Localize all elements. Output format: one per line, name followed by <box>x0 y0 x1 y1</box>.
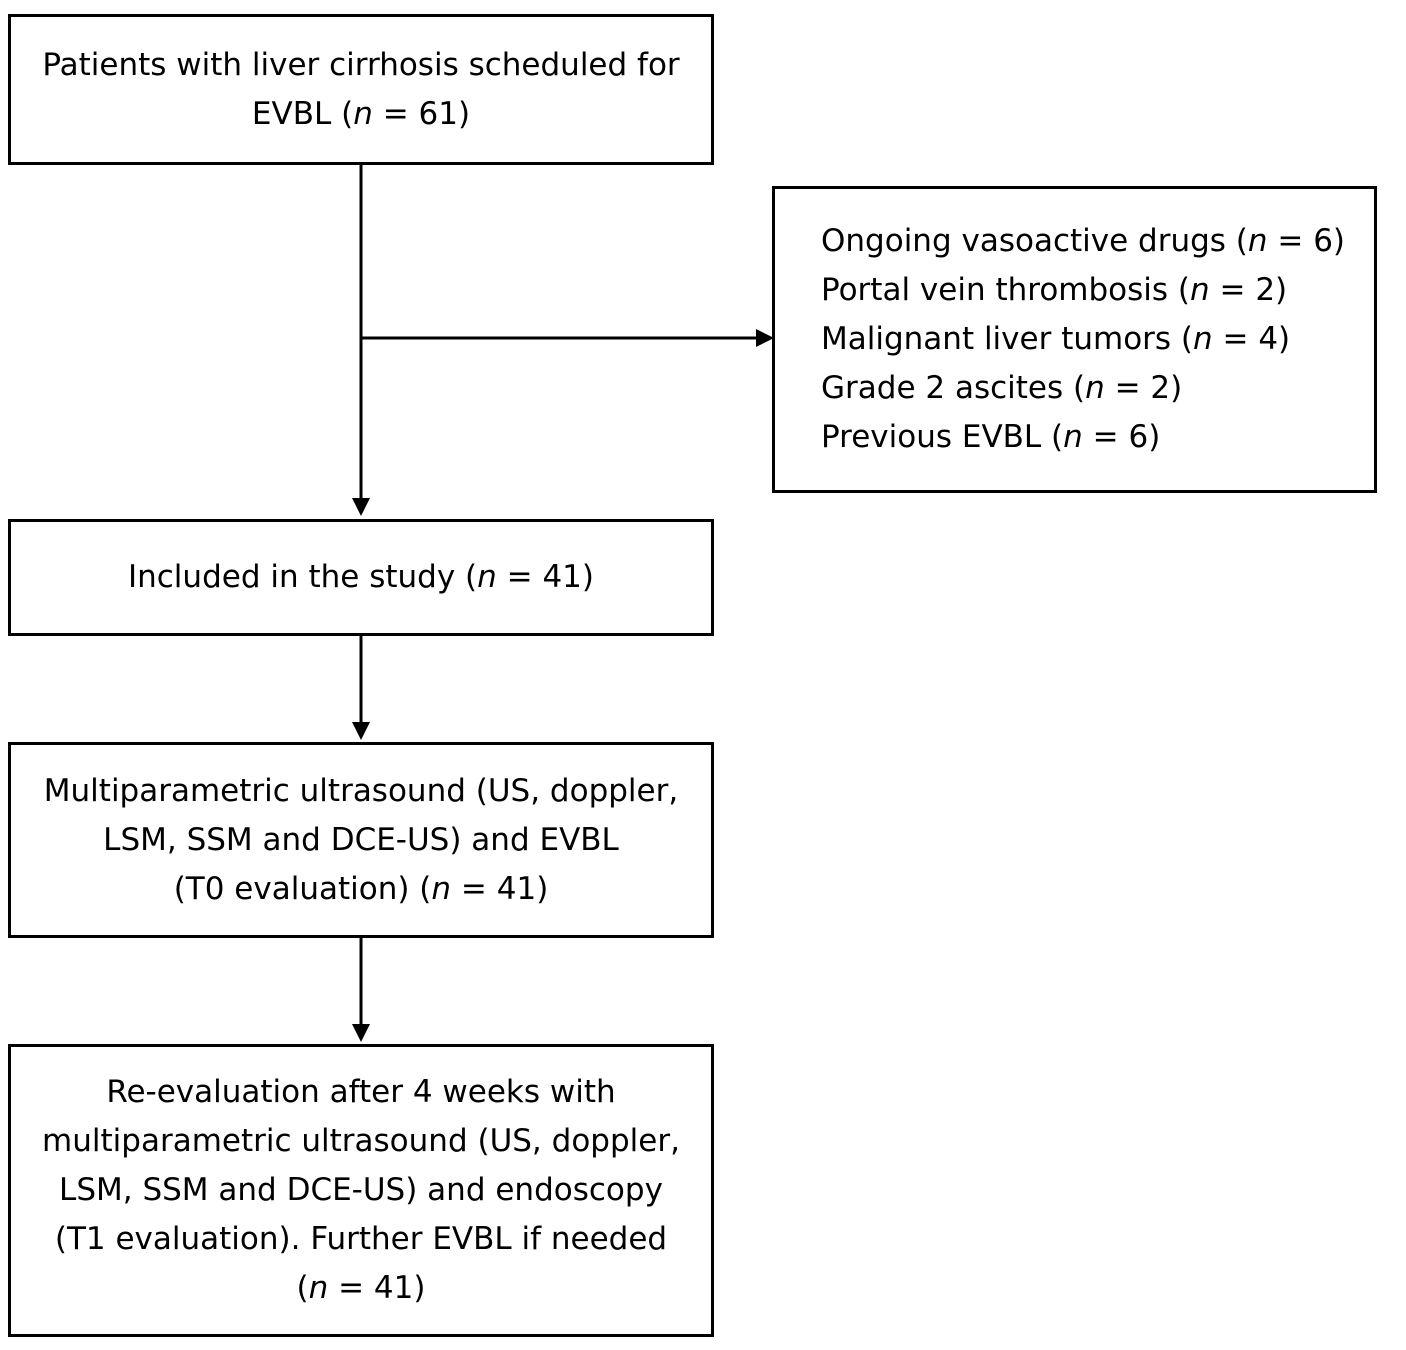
line-prefix: ( <box>296 1270 309 1306</box>
line-count: = 41) <box>496 559 595 595</box>
arrowhead-excluded <box>756 329 774 347</box>
t1-line: Re-evaluation after 4 weeks with <box>106 1074 616 1110</box>
n-symbol: n <box>308 1270 329 1306</box>
excluded-line: Ongoing vasoactive drugs (n = 6) <box>821 217 1345 266</box>
arrowhead-t1 <box>352 1024 370 1042</box>
n-symbol: n <box>1190 272 1210 308</box>
line-prefix: Malignant liver tumors ( <box>821 321 1193 357</box>
t0-line: LSM, SSM and DCE-US) and EVBL <box>103 821 619 858</box>
line-prefix: Included in the study ( <box>127 559 478 595</box>
n-symbol: n <box>1247 223 1268 259</box>
screened-patients-text: Patients with liver cirrhosis scheduled … <box>42 41 679 139</box>
included-text: Included in the study (n = 41) <box>128 553 594 602</box>
t1-line: (T1 evaluation). Further EVBL if needed <box>54 1221 668 1257</box>
line-count: = 4) <box>1212 321 1291 357</box>
arrowhead-included <box>352 498 370 516</box>
t0-evaluation-text: Multiparametric ultrasound (US, doppler,… <box>44 767 678 914</box>
line-count: = 2) <box>1209 272 1288 308</box>
line-count: = 6) <box>1082 419 1161 455</box>
n-symbol: n <box>1193 321 1213 357</box>
n-symbol: n <box>431 870 452 907</box>
exclusion-box: Ongoing vasoactive drugs (n = 6)Portal v… <box>772 186 1377 493</box>
t1-line: multiparametric ultrasound (US, doppler, <box>42 1123 680 1159</box>
line-prefix: (T0 evaluation) ( <box>173 870 432 907</box>
screened-line: Patients with liver cirrhosis scheduled … <box>42 46 680 83</box>
line-count: = 6) <box>1267 223 1346 259</box>
n-symbol: n <box>353 95 373 132</box>
line-prefix: EVBL ( <box>251 95 354 132</box>
line-prefix: Ongoing vasoactive drugs ( <box>821 223 1248 259</box>
screened-patients-box: Patients with liver cirrhosis scheduled … <box>8 14 714 165</box>
included-box: Included in the study (n = 41) <box>8 519 714 636</box>
t1-evaluation-box: Re-evaluation after 4 weeks with multipar… <box>8 1044 714 1337</box>
line-count: = 2) <box>1104 370 1183 406</box>
line-prefix: Grade 2 ascites ( <box>821 370 1086 406</box>
excluded-line: Previous EVBL (n = 6) <box>821 413 1345 462</box>
line-count: = 61) <box>372 95 471 132</box>
screened-line: EVBL (n = 61) <box>42 90 679 139</box>
exclusion-criteria-text: Ongoing vasoactive drugs (n = 6)Portal v… <box>775 217 1345 462</box>
n-symbol: n <box>477 559 497 595</box>
t0-evaluation-box: Multiparametric ultrasound (US, doppler,… <box>8 742 714 938</box>
line-prefix: Portal vein thrombosis ( <box>821 272 1190 308</box>
included-line: Included in the study (n = 41) <box>128 553 594 602</box>
line-count: = 41) <box>328 1270 426 1306</box>
t1-line: LSM, SSM and DCE-US) and endoscopy <box>59 1172 663 1208</box>
line-count: = 41) <box>451 870 549 907</box>
n-symbol: n <box>1085 370 1105 406</box>
excluded-line: Portal vein thrombosis (n = 2) <box>821 266 1345 315</box>
t0-line: (T0 evaluation) (n = 41) <box>44 865 678 914</box>
n-symbol: n <box>1063 419 1083 455</box>
arrowhead-t0 <box>352 722 370 740</box>
t1-evaluation-text: Re-evaluation after 4 weeks with multipar… <box>42 1068 680 1313</box>
excluded-line: Malignant liver tumors (n = 4) <box>821 315 1345 364</box>
excluded-line: Grade 2 ascites (n = 2) <box>821 364 1345 413</box>
line-prefix: Previous EVBL ( <box>821 419 1064 455</box>
t1-line: (n = 41) <box>42 1264 680 1313</box>
t0-line: Multiparametric ultrasound (US, doppler, <box>43 772 679 809</box>
